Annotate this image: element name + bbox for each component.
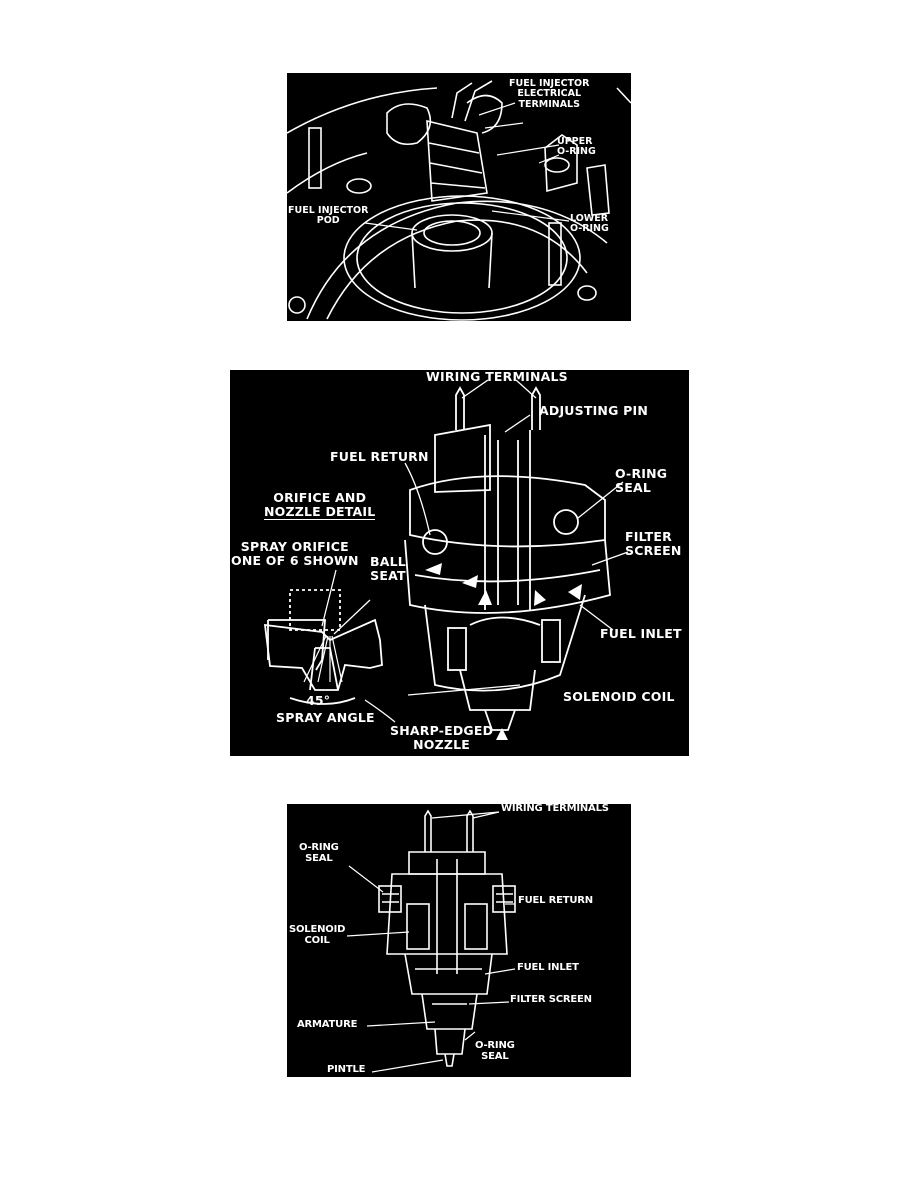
solenoid-coil-label: SOLENOID COIL [289, 924, 346, 946]
o-ring-seal-bottom-label: O-RING SEAL [475, 1040, 515, 1062]
injector-cutaway-illustration [263, 379, 629, 740]
filter-screen-label: FILTER SCREEN [510, 994, 592, 1005]
spray-orifice-label: SPRAY ORIFICE ONE OF 6 SHOWN [231, 539, 359, 568]
upper-o-ring-label: UPPER O-RING [557, 136, 596, 158]
armature-label: ARMATURE [297, 1019, 358, 1030]
filter-screen-label: FILTER SCREEN [625, 529, 682, 558]
ball-seat-label: BALL SEAT [370, 554, 406, 583]
injector-cutaway-diagram: WIRING TERMINALS ADJUSTING PIN FUEL RETU… [230, 370, 689, 756]
sharp-edged-nozzle-label: SHARP-EDGED NOZZLE [390, 723, 494, 752]
solenoid-coil-label: SOLENOID COIL [563, 689, 675, 704]
spray-angle-value: 45° [306, 693, 331, 708]
adjusting-pin-label: ADJUSTING PIN [539, 403, 648, 418]
pintle-label: PINTLE [327, 1064, 366, 1075]
electrical-terminals-label: FUEL INJECTOR ELECTRICAL TERMINALS [509, 78, 590, 110]
fuel-inlet-label: FUEL INLET [600, 626, 682, 641]
orifice-nozzle-detail-title: ORIFICE AND NOZZLE DETAIL [264, 490, 376, 520]
wiring-terminals-label: WIRING TERMINALS [426, 370, 568, 384]
injector-section-illustration [346, 809, 516, 1073]
o-ring-seal-label: O-RING SEAL [615, 466, 668, 495]
wiring-terminals-label: WIRING TERMINALS [501, 804, 609, 814]
fuel-return-label: FUEL RETURN [330, 449, 429, 464]
injector-pod-illustration [287, 80, 631, 321]
spray-angle-label: SPRAY ANGLE [276, 710, 375, 725]
fuel-injector-pod-label: FUEL INJECTOR POD [288, 205, 369, 227]
lower-o-ring-label: LOWER O-RING [570, 213, 609, 235]
fuel-return-label: FUEL RETURN [518, 895, 593, 906]
injector-section-diagram: WIRING TERMINALS O-RING SEAL FUEL RETURN… [287, 804, 631, 1077]
o-ring-seal-top-label: O-RING SEAL [299, 842, 339, 864]
fuel-inlet-label: FUEL INLET [517, 962, 579, 973]
fuel-injector-pod-photo: FUEL INJECTOR ELECTRICAL TERMINALS UPPER… [287, 73, 631, 321]
